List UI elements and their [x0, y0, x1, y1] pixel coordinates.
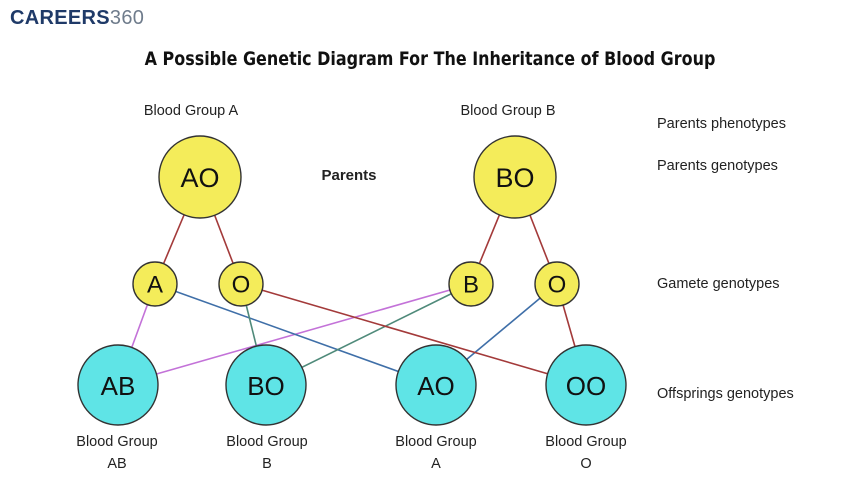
- offspring-group-label-ao-line2: A: [431, 456, 441, 472]
- offspring-circle-ao: [395, 344, 477, 426]
- parent-circle-bo: [473, 135, 557, 219]
- offspring-genotype-oo: OO: [566, 371, 606, 401]
- logo-text-careers: CAREERS: [10, 7, 110, 29]
- gamete-circle-b: [448, 261, 494, 307]
- gamete-circle-a: [132, 261, 178, 307]
- gamete-genotype-o: O: [548, 272, 567, 299]
- offspring-genotype-bo: BO: [247, 371, 285, 401]
- side-label-parents-phenotypes: Parents phenotypes: [657, 116, 786, 132]
- parent-phenotype-label-a: Blood Group A: [143, 103, 239, 119]
- offspring-group-label-bo: Blood Group B: [207, 431, 327, 475]
- gamete-genotype-b: B: [463, 272, 479, 299]
- offspring-group-label-oo: Blood Group O: [526, 431, 646, 475]
- side-label-gamete-genotypes: Gamete genotypes: [657, 276, 780, 292]
- parent-node-bo: BO: [473, 135, 557, 219]
- parent-circle-ao: [158, 135, 242, 219]
- offspring-node-bo: BO: [225, 344, 307, 426]
- parents-center-label: Parents: [321, 167, 377, 184]
- diagram-title: A Possible Genetic Diagram For The Inher…: [144, 48, 716, 70]
- offspring-group-label-ao-line1: Blood Group: [395, 434, 477, 450]
- gamete-node-o: O: [534, 261, 580, 307]
- side-label-offsprings-genotypes: Offsprings genotypes: [657, 386, 794, 402]
- offspring-group-label-ao: Blood Group A: [376, 431, 496, 475]
- offspring-circle-oo: [545, 344, 627, 426]
- parent-genotype-ao: AO: [180, 163, 219, 193]
- parent-genotype-bo: BO: [495, 163, 534, 193]
- offspring-group-label-bo-line1: Blood Group: [226, 434, 308, 450]
- connection-gA-to-oAO: [154, 283, 437, 386]
- gamete-node-o: O: [218, 261, 264, 307]
- offspring-group-label-ab-line2: AB: [107, 456, 127, 472]
- offspring-group-label-oo-line2: O: [580, 456, 592, 472]
- offspring-circle-ab: [77, 344, 159, 426]
- gamete-node-b: B: [448, 261, 494, 307]
- careers360-logo: CAREERS360: [10, 6, 144, 30]
- connection-gO1-to-oOO: [240, 283, 587, 386]
- offspring-group-label-ab: Blood Group AB: [57, 431, 177, 475]
- gamete-genotype-a: A: [147, 272, 163, 299]
- offspring-group-label-ab-line1: Blood Group: [76, 434, 158, 450]
- logo-text-360: 360: [109, 7, 145, 29]
- gamete-circle-o: [218, 261, 264, 307]
- gamete-genotype-o: O: [232, 272, 251, 299]
- offspring-node-ao: AO: [395, 344, 477, 426]
- offspring-circle-bo: [225, 344, 307, 426]
- side-label-parents-genotypes: Parents genotypes: [657, 158, 778, 174]
- parent-phenotype-label-b: Blood Group B: [460, 103, 556, 119]
- offspring-genotype-ab: AB: [101, 371, 136, 401]
- offspring-node-oo: OO: [545, 344, 627, 426]
- gamete-circle-o: [534, 261, 580, 307]
- offspring-group-label-oo-line1: Blood Group: [545, 434, 627, 450]
- offspring-genotype-ao: AO: [417, 371, 455, 401]
- parent-node-ao: AO: [158, 135, 242, 219]
- offspring-node-ab: AB: [77, 344, 159, 426]
- offspring-group-label-bo-line2: B: [262, 456, 272, 472]
- gamete-node-a: A: [132, 261, 178, 307]
